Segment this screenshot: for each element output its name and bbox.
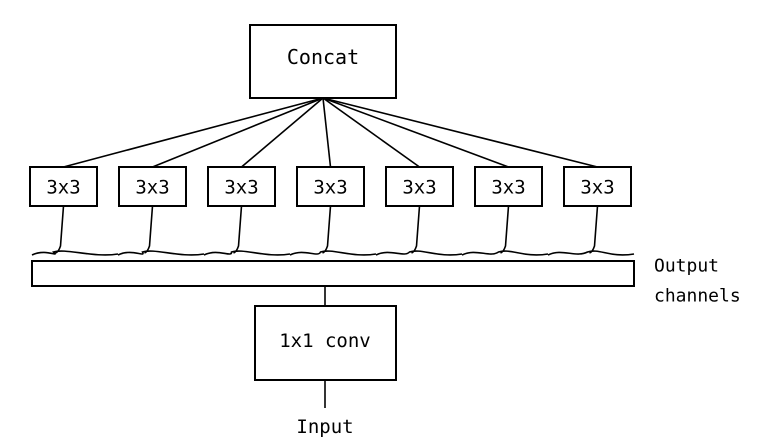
- concat-label: Concat: [287, 45, 359, 69]
- conv-label: 1x1 conv: [279, 330, 371, 352]
- concat-box: [249, 24, 397, 99]
- channel-connectors: [31, 205, 635, 256]
- output-label-line2: channels: [654, 286, 741, 307]
- branch-nodes: 3x3 3x3 3x3 3x3 3x3 3x3 3x3: [29, 166, 632, 207]
- concat-edge: [322, 97, 509, 168]
- channel-connector: [461, 205, 549, 256]
- channel-connector: [289, 205, 377, 256]
- branch-box: [296, 166, 365, 207]
- branch-label: 3x3: [580, 177, 614, 199]
- concat-edge: [152, 97, 324, 168]
- branch-label: 3x3: [46, 177, 80, 199]
- concat-edges: [63, 97, 598, 168]
- branch-label: 3x3: [224, 177, 258, 199]
- concat-edge: [63, 97, 324, 168]
- branch-label: 3x3: [135, 177, 169, 199]
- concat-edge: [240, 97, 324, 168]
- concat-node: Concat: [249, 24, 397, 99]
- output-label-line1: Output: [654, 256, 719, 277]
- branch-box: [563, 166, 632, 207]
- branch-box: [474, 166, 543, 207]
- branch-label: 3x3: [313, 177, 347, 199]
- concat-edge: [322, 97, 420, 168]
- channel-connector: [31, 205, 119, 256]
- channel-connector: [547, 205, 635, 256]
- branch-node: 3x3: [296, 166, 365, 207]
- conv-node: 1x1 conv: [254, 305, 397, 381]
- concat-edge: [322, 97, 598, 168]
- branch-node: 3x3: [29, 166, 98, 207]
- branch-node: 3x3: [563, 166, 632, 207]
- branch-label: 3x3: [491, 177, 525, 199]
- channel-connector: [117, 205, 205, 256]
- branch-node: 3x3: [118, 166, 187, 207]
- channel-connector: [203, 205, 291, 256]
- branch-box: [385, 166, 454, 207]
- branch-node: 3x3: [207, 166, 276, 207]
- branch-label: 3x3: [402, 177, 436, 199]
- input-label: Input: [296, 416, 353, 438]
- concat-edge: [322, 97, 332, 168]
- branch-node: 3x3: [474, 166, 543, 207]
- channel-connector: [375, 205, 463, 256]
- branch-node: 3x3: [385, 166, 454, 207]
- branch-box: [29, 166, 98, 207]
- output-channels-bar: [31, 260, 635, 287]
